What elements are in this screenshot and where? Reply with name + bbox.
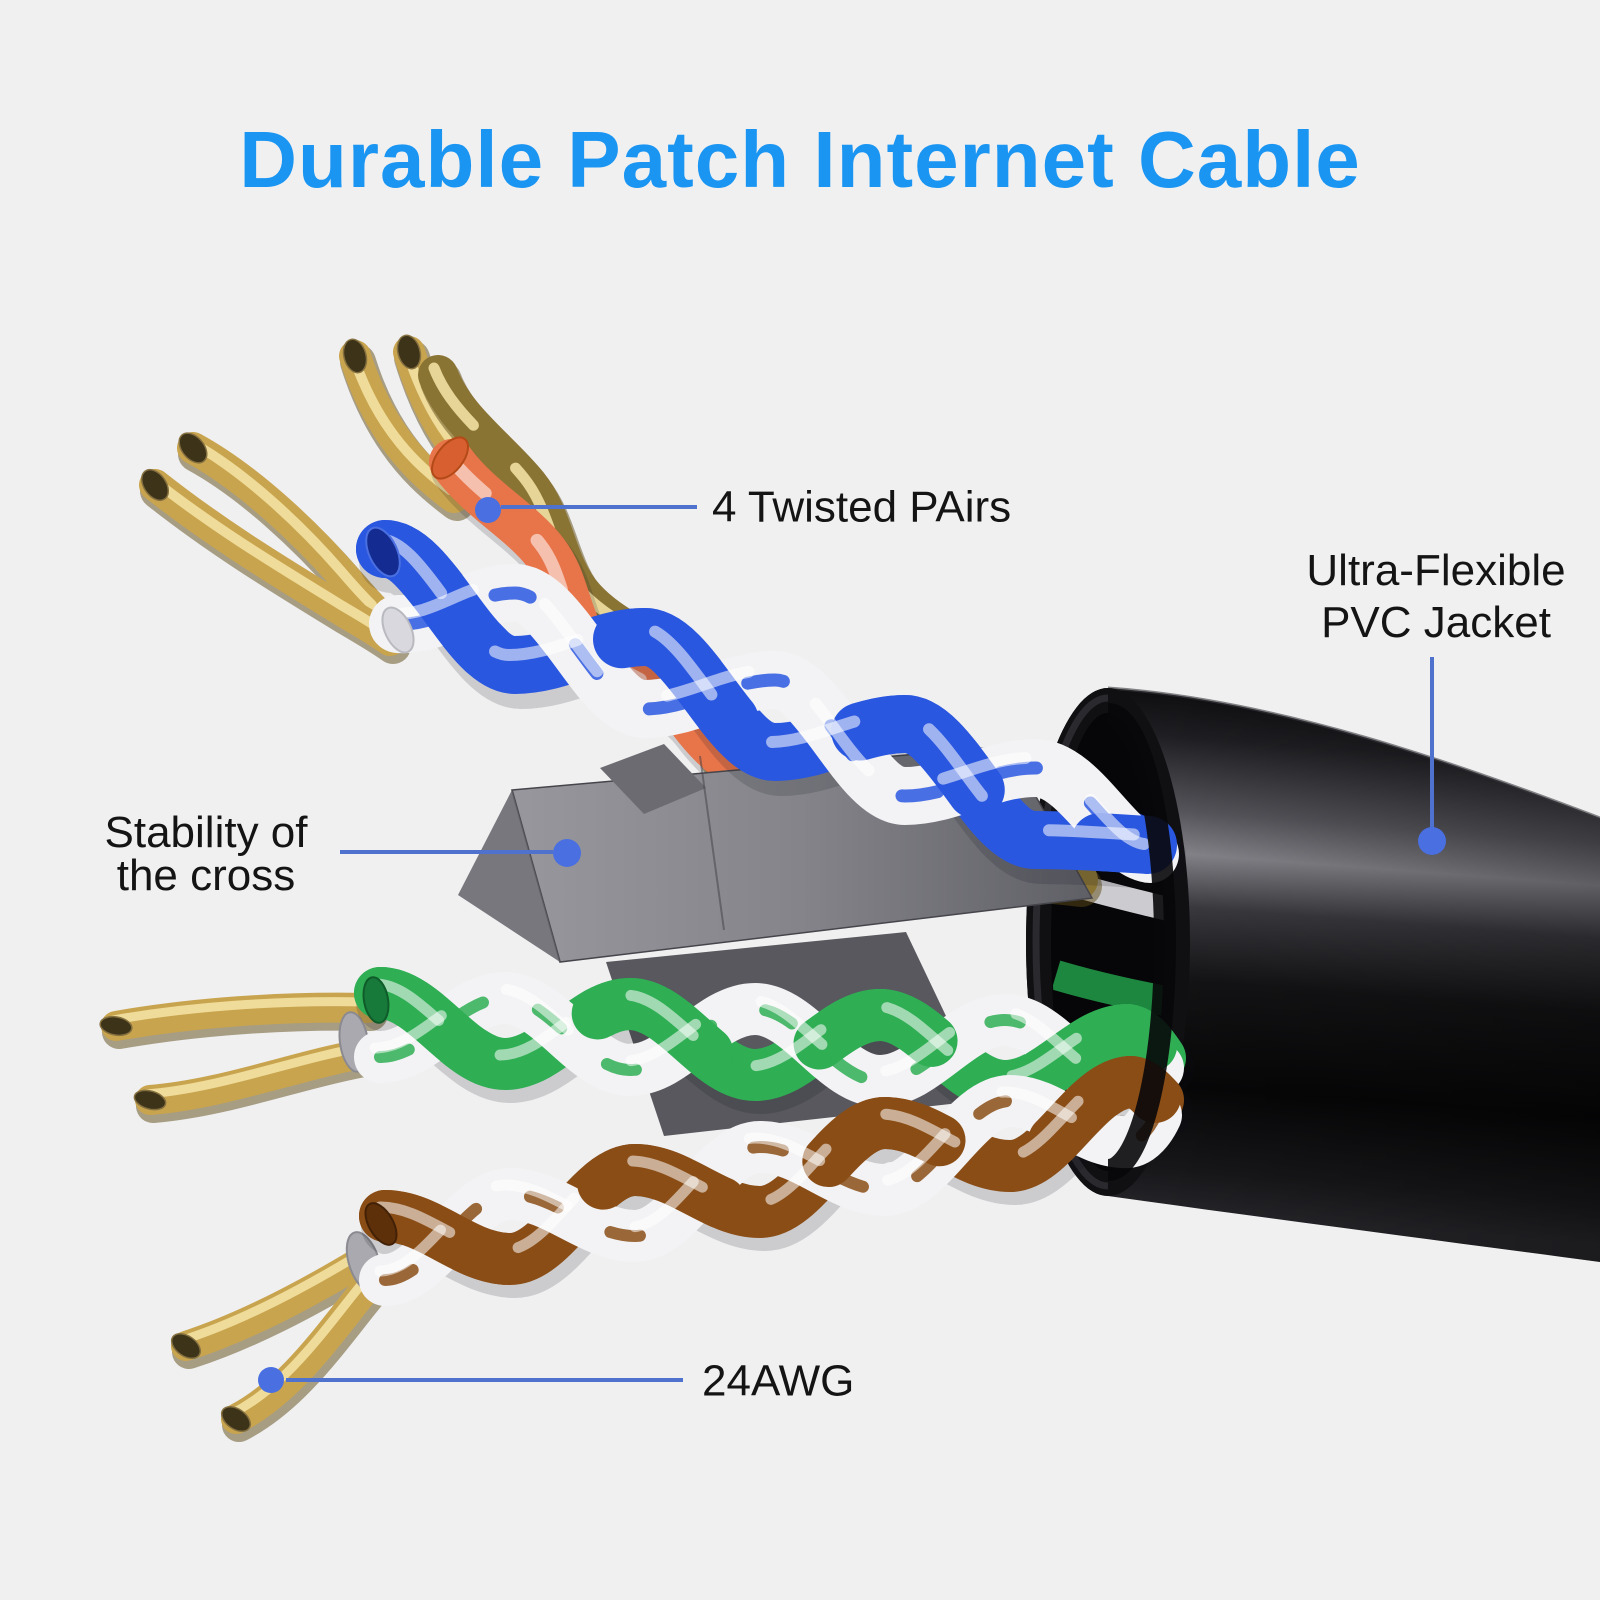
green-pair	[99, 967, 1194, 1126]
blue-pair	[356, 520, 1186, 889]
callout-dot-awg	[258, 1367, 284, 1393]
copper-tip	[220, 1405, 252, 1433]
callout-dot-twisted-pairs	[475, 497, 501, 523]
callout-awg: 24AWG	[258, 1357, 854, 1406]
callout-cross: Stability of the cross	[105, 808, 581, 900]
copper-tip	[133, 1089, 167, 1111]
copper-tip	[170, 1332, 202, 1360]
brown-wire-cut-end	[364, 1202, 398, 1246]
orange-wire-cut-end	[431, 436, 469, 480]
label-cross-line1: Stability of	[105, 808, 309, 857]
label-pvc-jacket-line1: Ultra-Flexible	[1306, 546, 1565, 595]
brown-pair	[170, 1055, 1192, 1442]
green-wire-cut-end	[362, 976, 390, 1024]
blue-wire-cut-end	[365, 526, 401, 578]
label-pvc-jacket-line2: PVC Jacket	[1321, 598, 1551, 647]
blue-stripe	[391, 586, 1157, 861]
callout-dot-cross	[553, 839, 581, 867]
callout-pvc-jacket: Ultra-Flexible PVC Jacket	[1306, 546, 1566, 855]
label-awg: 24AWG	[702, 1357, 854, 1406]
white-wire-cut-end	[381, 606, 415, 654]
copper-tip	[140, 468, 170, 502]
jacket-opening-front-edge	[1106, 703, 1176, 1181]
callout-twisted-pairs: 4 Twisted PAirs	[475, 483, 1011, 532]
copper-tip	[396, 334, 422, 370]
callout-dot-pvc-jacket	[1418, 827, 1446, 855]
copper-tip	[342, 338, 368, 374]
label-twisted-pairs: 4 Twisted PAirs	[712, 483, 1011, 532]
copper-tip	[178, 432, 208, 464]
label-cross-line2: the cross	[117, 851, 296, 900]
copper-tip	[99, 1015, 133, 1037]
page-title: Durable Patch Internet Cable	[239, 115, 1361, 204]
